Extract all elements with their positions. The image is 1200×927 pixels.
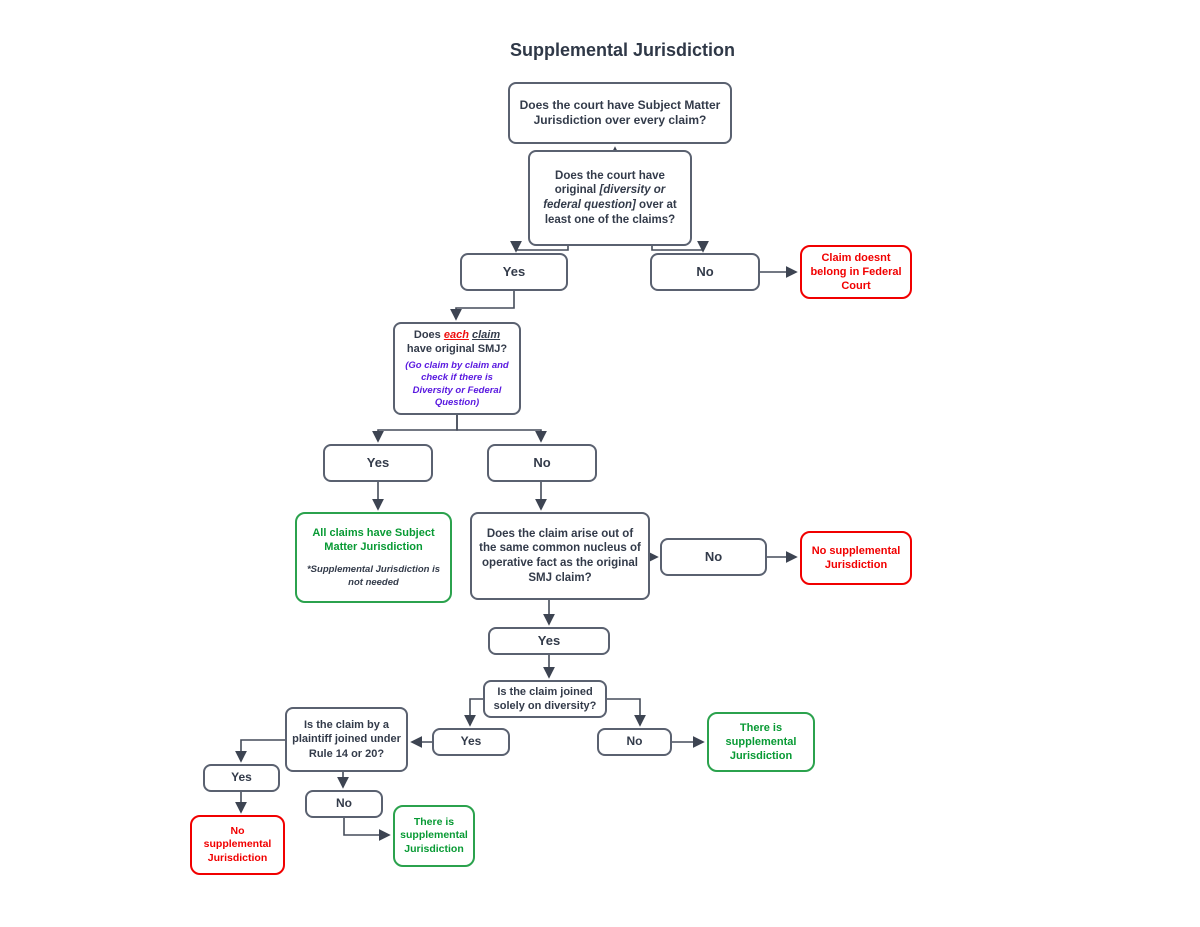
node-text: No xyxy=(704,548,723,564)
node-question-smj-every-claim: Does the court have Subject Matter Juris… xyxy=(508,82,732,144)
edge-original-to-yes1 xyxy=(510,240,569,253)
node-no-4: No xyxy=(597,728,672,756)
node-text: No xyxy=(626,734,643,749)
node-text: Is the claim joined solely on diversity? xyxy=(493,685,597,712)
node-text: Yes xyxy=(460,734,482,749)
node-question-each-claim-smj: Does each claim have original SMJ? (Go c… xyxy=(393,322,521,415)
node-no-5: No xyxy=(305,790,383,818)
node-no-1: No xyxy=(650,253,760,291)
node-no-supplemental-jurisdiction-1: No supplemental Jurisdiction xyxy=(800,531,912,585)
node-note-purple: (Go claim by claim and check if there is… xyxy=(405,359,509,408)
node-text: No supplemental Jurisdiction xyxy=(811,544,901,571)
node-text: Yes xyxy=(366,454,390,470)
node-text: All claims have Subject Matter Jurisdict… xyxy=(312,527,435,554)
edge-eachclaim-to-no2 xyxy=(456,415,547,443)
edge-diversity-to-no4 xyxy=(607,698,646,727)
node-no-3: No xyxy=(660,538,767,576)
node-question-joined-solely-diversity: Is the claim joined solely on diversity? xyxy=(483,680,607,718)
node-question-original-jurisdiction: Does the court have original [diversity … xyxy=(528,150,692,246)
node-text: There is supplemental Jurisdiction xyxy=(725,721,797,763)
edge-original-to-no1 xyxy=(651,240,709,253)
node-text: No xyxy=(696,263,714,279)
node-yes-3: Yes xyxy=(488,627,610,655)
node-text: Does the claim arise out of the same com… xyxy=(479,527,641,584)
node-question-common-nucleus: Does the claim arise out of the same com… xyxy=(470,512,650,600)
node-yes-2: Yes xyxy=(323,444,433,482)
node-text: No supplemental Jurisdiction xyxy=(203,824,272,864)
node-text: Yes xyxy=(231,770,252,785)
node-text: Is the claim by a plaintiff joined under… xyxy=(292,719,401,760)
node-text: Yes xyxy=(502,263,526,279)
edge-rule-to-yes5 xyxy=(235,739,285,763)
node-text: Claim doesnt belong in Federal Court xyxy=(810,251,902,293)
node-there-is-supplemental-jurisdiction-2: There is supplemental Jurisdiction xyxy=(393,805,475,867)
node-claim-doesnt-belong: Claim doesnt belong in Federal Court xyxy=(800,245,912,299)
node-question-plaintiff-rule-14-20: Is the claim by a plaintiff joined under… xyxy=(285,707,408,772)
node-yes-4: Yes xyxy=(432,728,510,756)
node-note-supplemental-not-needed: *Supplemental Jurisdiction is not needed xyxy=(306,564,441,588)
node-text: Yes xyxy=(537,632,561,648)
node-text: Does the court have Subject Matter Juris… xyxy=(519,97,721,127)
edge-diversity-to-yes4 xyxy=(464,698,483,727)
diagram-title: Supplemental Jurisdiction xyxy=(509,40,736,60)
node-no-2: No xyxy=(487,444,597,482)
node-there-is-supplemental-jurisdiction-1: There is supplemental Jurisdiction xyxy=(707,712,815,772)
node-text: Does the court have original [diversity … xyxy=(543,169,677,226)
node-text: Does each claim have original SMJ? xyxy=(406,328,508,355)
edge-yes1-to-eachclaim xyxy=(450,291,515,321)
node-no-supplemental-jurisdiction-2: No supplemental Jurisdiction xyxy=(190,815,285,875)
node-text: There is supplemental Jurisdiction xyxy=(400,815,468,855)
node-yes-1: Yes xyxy=(460,253,568,291)
node-all-claims-have-smj: All claims have Subject Matter Jurisdict… xyxy=(295,512,452,603)
node-yes-5: Yes xyxy=(203,764,280,792)
node-text: No xyxy=(336,796,352,811)
edge-eachclaim-to-yes2 xyxy=(372,415,458,443)
node-text: No xyxy=(533,454,551,470)
edge-no5-to-thereis2 xyxy=(343,818,391,841)
